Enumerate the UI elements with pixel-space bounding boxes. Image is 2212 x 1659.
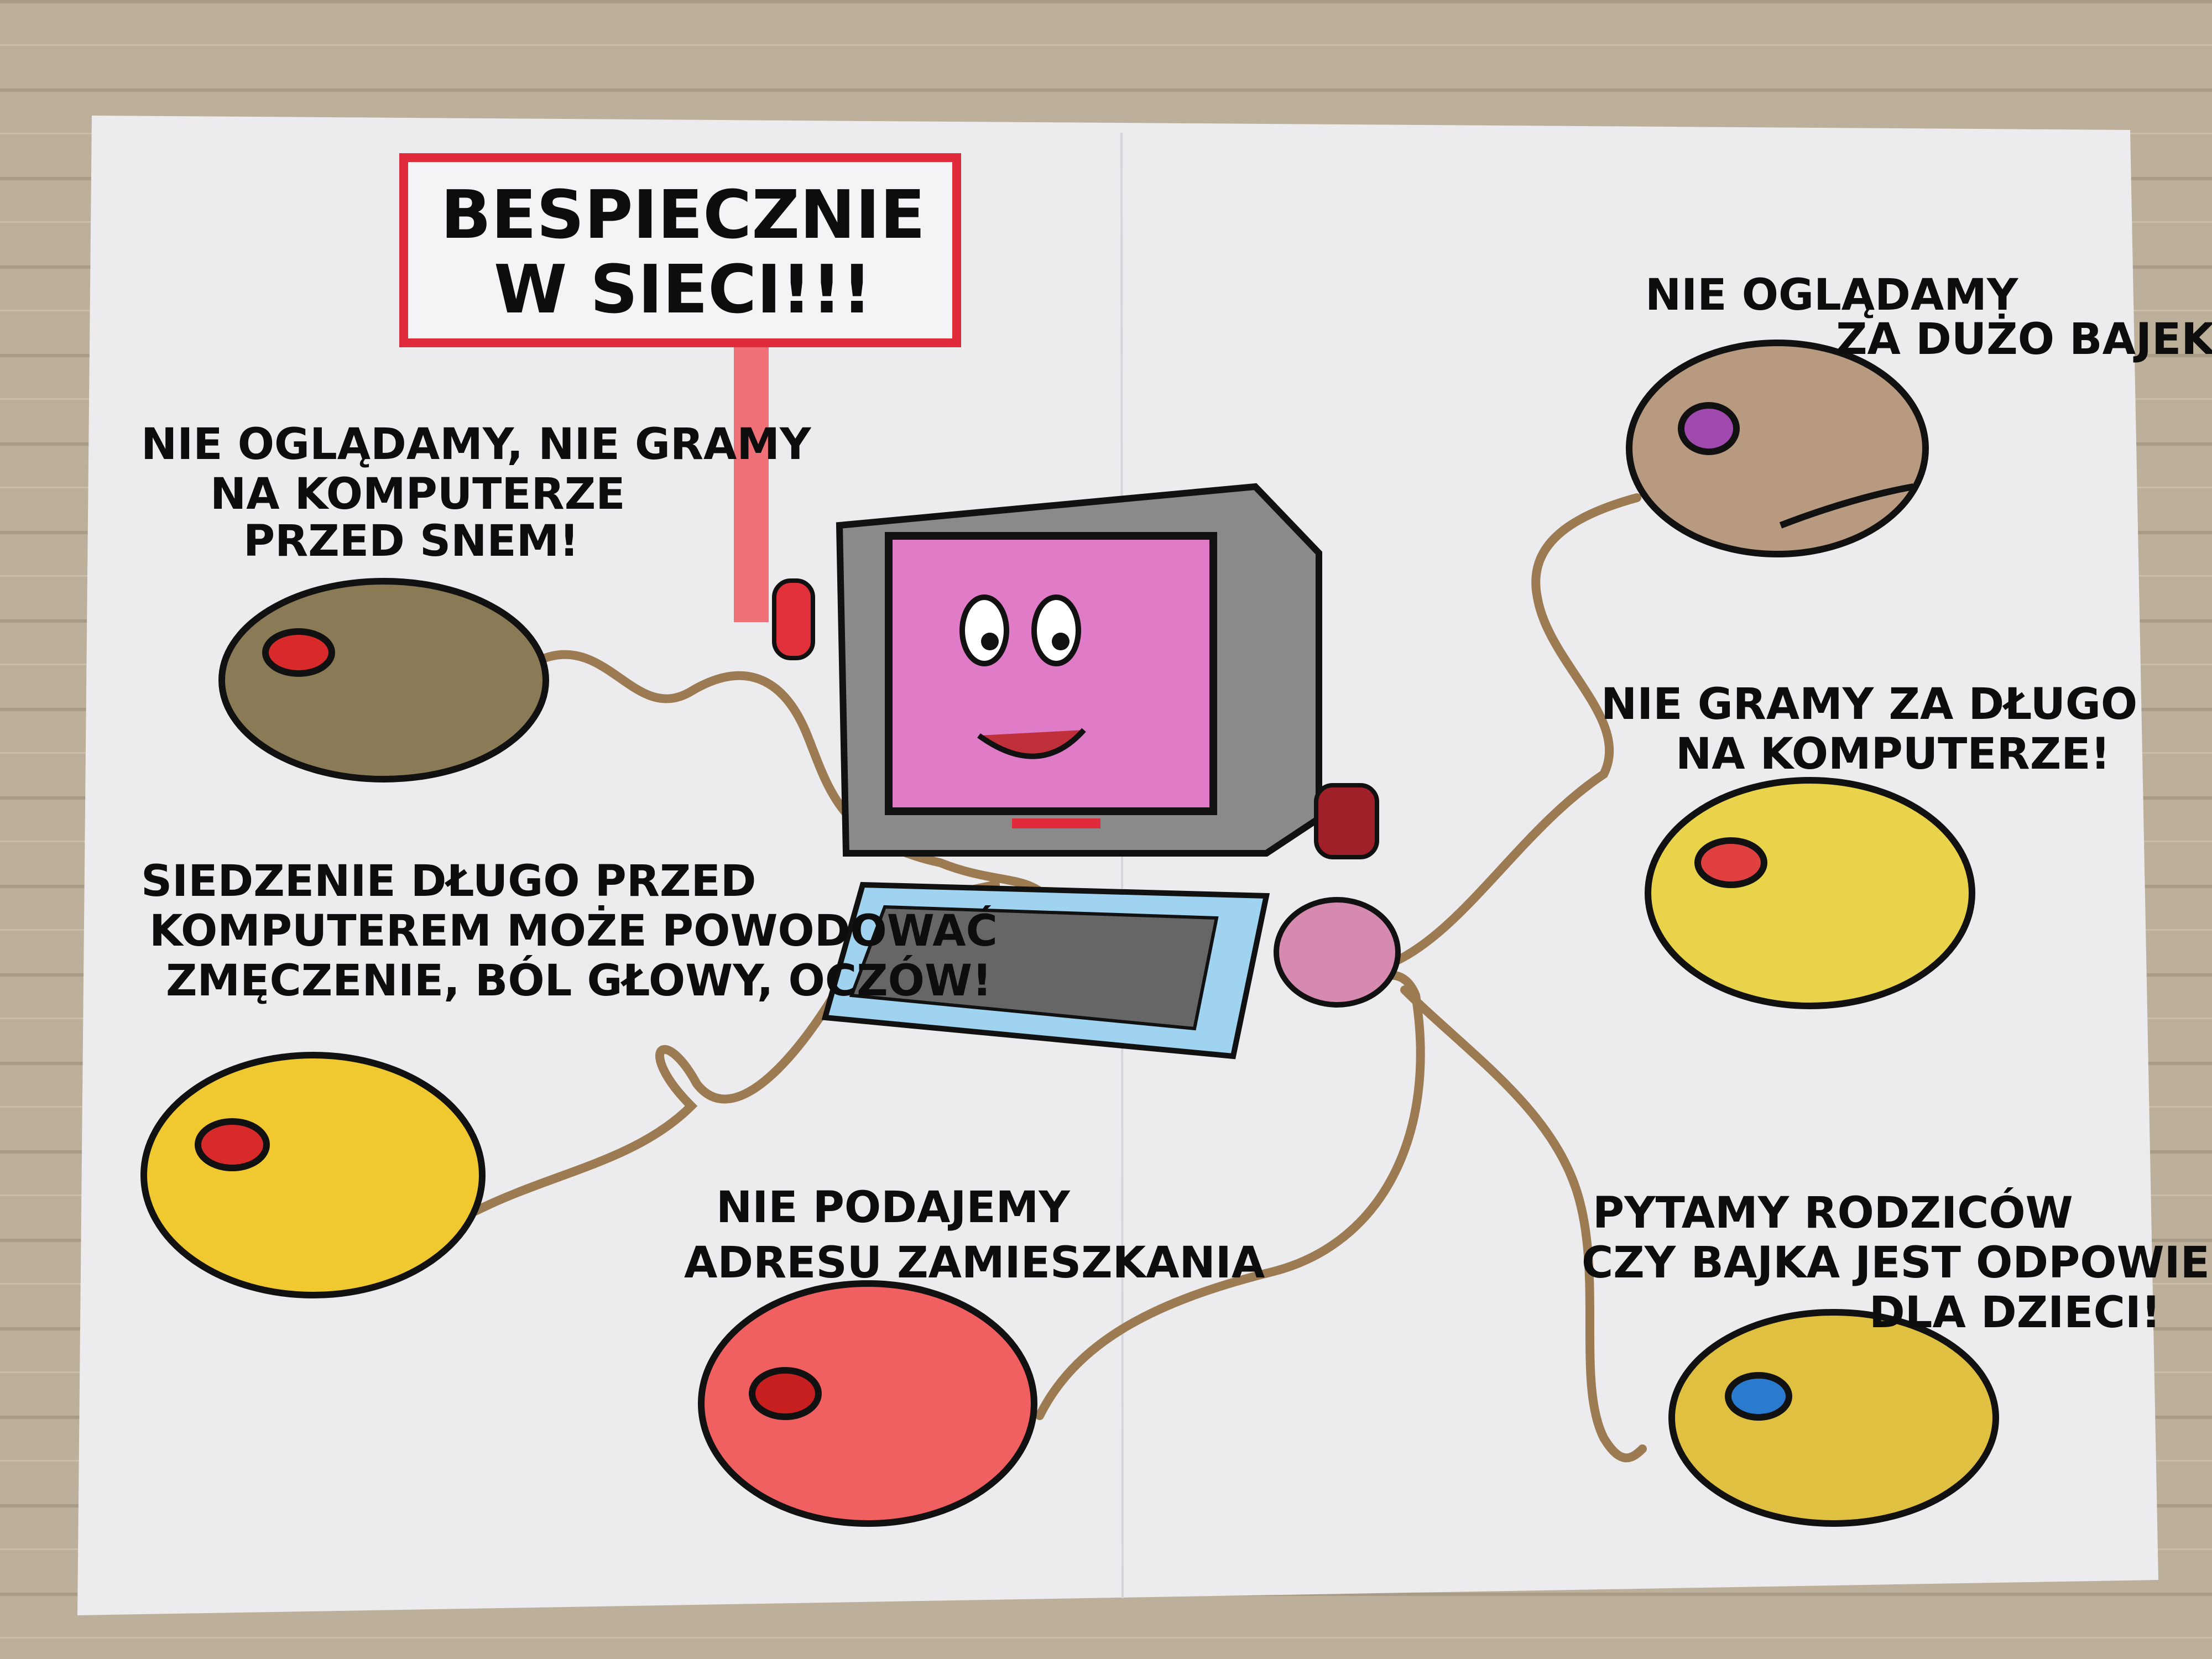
paper-fold: [1120, 132, 1124, 1599]
mouse-3: [1645, 777, 1975, 1009]
hand-right: [1314, 783, 1379, 859]
power-light: [1012, 818, 1100, 828]
note-line: DLA DZIECI!: [1869, 1288, 2161, 1338]
note-line: NA KOMPUTERZE!: [1676, 729, 2110, 779]
screen: [885, 532, 1217, 815]
mouse-5: [698, 1280, 1037, 1527]
smile: [977, 728, 1086, 759]
note-line: SIEDZENIE DŁUGO PRZED: [141, 857, 757, 906]
title-sign: BESPIECZNIE W SIECI!!!: [399, 153, 961, 622]
hand-left: [772, 578, 815, 660]
mouse-6: [1668, 1309, 1999, 1527]
mouse-1: [218, 578, 549, 782]
note-line: NA KOMPUTERZE: [210, 469, 625, 519]
eye-right: [1031, 594, 1081, 666]
note-line: ZA DUŻO BAJEK: [1836, 314, 2212, 364]
sign-pole: [734, 346, 769, 622]
computer-mascot: [772, 483, 1401, 1060]
note-line: PYTAMY RODZICÓW: [1593, 1187, 2073, 1238]
mouse-2: [1626, 340, 1929, 557]
note-3: NIE GRAMY ZA DŁUGO NA KOMPUTERZE!: [1601, 680, 2137, 779]
mouse-4: [140, 1052, 486, 1298]
note-6: PYTAMY RODZICÓW CZY BAJKA JEST ODPOWIEDN…: [1582, 1187, 2212, 1338]
note-line: NIE OGLĄDAMY: [1645, 270, 2019, 320]
mice: [140, 340, 1999, 1527]
small-mouse: [1274, 897, 1401, 1008]
note-line: ZMĘCZENIE, BÓL GŁOWY, OCZÓW!: [166, 955, 992, 1006]
note-2: NIE OGLĄDAMY ZA DUŻO BAJEK: [1645, 270, 2212, 364]
note-4: SIEDZENIE DŁUGO PRZED KOMPUTEREM MOŻE PO…: [141, 857, 998, 1006]
note-line: KOMPUTEREM MOŻE POWODOWAĆ: [149, 905, 998, 956]
note-line: CZY BAJKA JEST ODPOWIEDNIA: [1582, 1238, 2212, 1288]
eye-left: [959, 594, 1009, 666]
twine-cords: [471, 493, 1647, 1463]
note-1: NIE OGLĄDAMY, NIE GRAMY NA KOMPUTERZE PR…: [141, 420, 812, 566]
title-line-2: W SIECI!!!: [494, 252, 872, 328]
note-line: NIE PODAJEMY: [716, 1183, 1071, 1233]
note-5: NIE PODAJEMY ADRESU ZAMIESZKANIA: [684, 1183, 1265, 1288]
note-line: PRZED SNEM!: [243, 517, 579, 566]
note-line: NIE OGLĄDAMY, NIE GRAMY: [141, 420, 812, 469]
note-line: ADRESU ZAMIESZKANIA: [684, 1238, 1265, 1288]
note-line: NIE GRAMY ZA DŁUGO: [1601, 680, 2137, 729]
title-line-1: BESPIECZNIE: [441, 177, 926, 254]
